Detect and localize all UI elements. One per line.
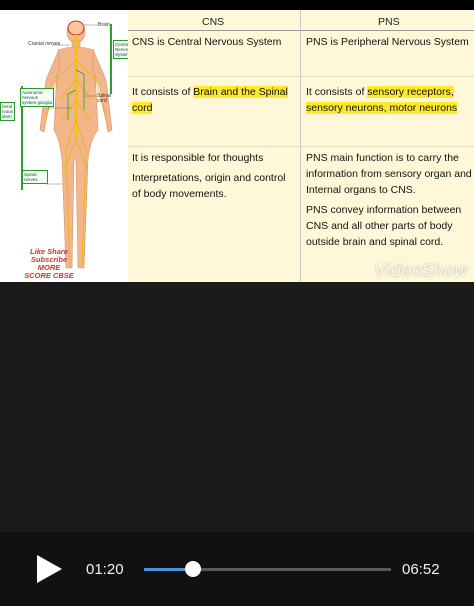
comparison-table: CNS PNS CNS is Central Nervous System PN… xyxy=(128,10,474,282)
cell-text: It consists of xyxy=(306,86,368,98)
cell-text: It consists of xyxy=(132,86,194,98)
promo-line: MORE xyxy=(37,263,61,272)
seek-thumb[interactable] xyxy=(185,561,202,577)
row-divider xyxy=(128,76,474,77)
human-body-illustration xyxy=(39,20,113,269)
table-cell: It is responsible for thoughts Interpret… xyxy=(132,150,296,202)
spinal-cord-label: Spinal cord xyxy=(97,93,111,104)
seek-progress xyxy=(144,568,194,571)
table-cell: PNS is Peripheral Nervous System xyxy=(306,34,472,50)
cns-box: Central Nervous System xyxy=(113,40,132,59)
table-cell: It consists of sensory receptors, sensor… xyxy=(306,84,472,116)
seek-bar[interactable] xyxy=(144,561,391,577)
cns-bracket xyxy=(110,24,112,94)
cell-text: PNS main function is to carry the inform… xyxy=(306,152,472,196)
autonomic-bracket xyxy=(21,86,23,190)
cns-header: CNS xyxy=(202,16,225,28)
spinal-nerves-box: Spinal nerves xyxy=(22,170,48,184)
top-status-bar xyxy=(0,0,474,10)
pns-box: heral rvous stem xyxy=(0,102,15,121)
cell-text: It is responsible for thoughts xyxy=(132,152,264,164)
table-cell: CNS is Central Nervous System xyxy=(132,34,296,50)
row-divider xyxy=(128,146,474,147)
promo-line: SCORE CBSE xyxy=(24,271,74,280)
nervous-system-diagram: Cranial nerves Brain Spinal cord Autonom… xyxy=(0,10,132,282)
cell-text: PNS convey information between CNS and a… xyxy=(306,204,462,248)
autonomic-ganglia-box: Autonomic nervous system ganglia xyxy=(20,88,54,107)
video-frame[interactable]: Cranial nerves Brain Spinal cord Autonom… xyxy=(0,10,474,282)
brain-label: Brain xyxy=(98,22,110,28)
videoshow-watermark: VideoShow xyxy=(374,261,468,281)
cell-text: Interpretations, origin and control of b… xyxy=(132,172,286,200)
player-controls: 01:20 06:52 xyxy=(0,532,474,606)
promo-line: Subscribe xyxy=(30,255,68,264)
table-cell: PNS main function is to carry the inform… xyxy=(306,150,472,250)
elapsed-time: 01:20 xyxy=(86,561,124,578)
cell-text: CNS is Central Nervous System xyxy=(132,36,282,48)
duration-time: 06:52 xyxy=(402,561,440,578)
play-icon xyxy=(37,555,62,583)
play-button[interactable] xyxy=(34,554,64,584)
pns-header: PNS xyxy=(378,16,400,28)
header-divider xyxy=(128,30,474,31)
table-cell: It consists of Brain and the Spinal cord xyxy=(132,84,296,116)
cell-text: PNS is Peripheral Nervous System xyxy=(306,36,469,48)
cranial-nerves-label: Cranial nerves xyxy=(28,41,61,47)
promo-text: Like Share Subscribe MORE SCORE CBSE xyxy=(14,248,84,280)
promo-line: Like Share xyxy=(30,247,68,256)
